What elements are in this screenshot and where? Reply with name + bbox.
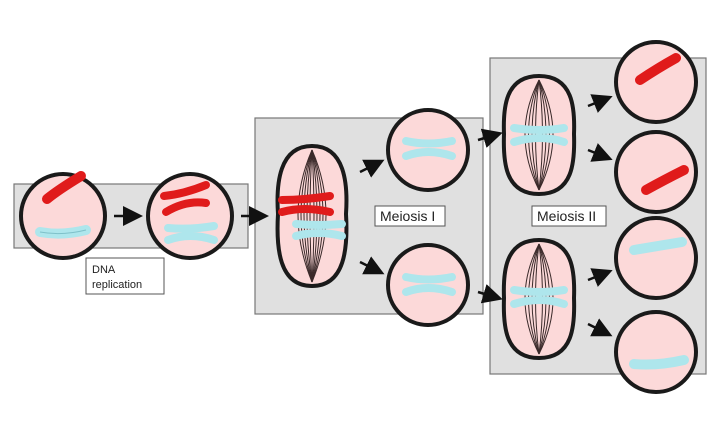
- cell-meiosis-2-dividing-top: [501, 73, 577, 197]
- arrow-7: [587, 94, 613, 113]
- gamete-4: [614, 310, 698, 394]
- arrow-5: [477, 128, 503, 148]
- arrow-10: [587, 318, 613, 337]
- cell-meiosis-2-dividing-bottom: [501, 237, 577, 361]
- label-meiosis-1: Meiosis I: [374, 205, 446, 227]
- cell-replicated: [146, 172, 234, 260]
- cell-meiosis-1-dividing: [275, 143, 349, 289]
- svg-text:replication: replication: [92, 279, 142, 291]
- cell-meiosis-1-daughter-top: [386, 108, 470, 192]
- chromosome-maternal: [42, 171, 86, 204]
- svg-text:Meiosis I: Meiosis I: [380, 208, 435, 224]
- svg-text:Meiosis II: Meiosis II: [537, 208, 596, 224]
- arrow-6: [477, 284, 503, 304]
- label-dna-replication: DNA replication: [85, 257, 165, 295]
- chromosome-paternal: [35, 225, 91, 239]
- gamete-3: [614, 216, 698, 300]
- arrow-9: [587, 268, 613, 287]
- cell-meiosis-1-daughter-bottom: [386, 243, 470, 327]
- arrows: [114, 94, 613, 337]
- gamete-2: [614, 130, 698, 214]
- label-meiosis-2: Meiosis II: [531, 205, 607, 227]
- svg-text:DNA: DNA: [92, 264, 116, 276]
- arrow-4: [359, 256, 385, 275]
- arrow-8: [587, 143, 613, 162]
- cell-parent: [19, 171, 107, 260]
- arrow-3: [359, 159, 385, 178]
- gamete-1: [614, 40, 698, 124]
